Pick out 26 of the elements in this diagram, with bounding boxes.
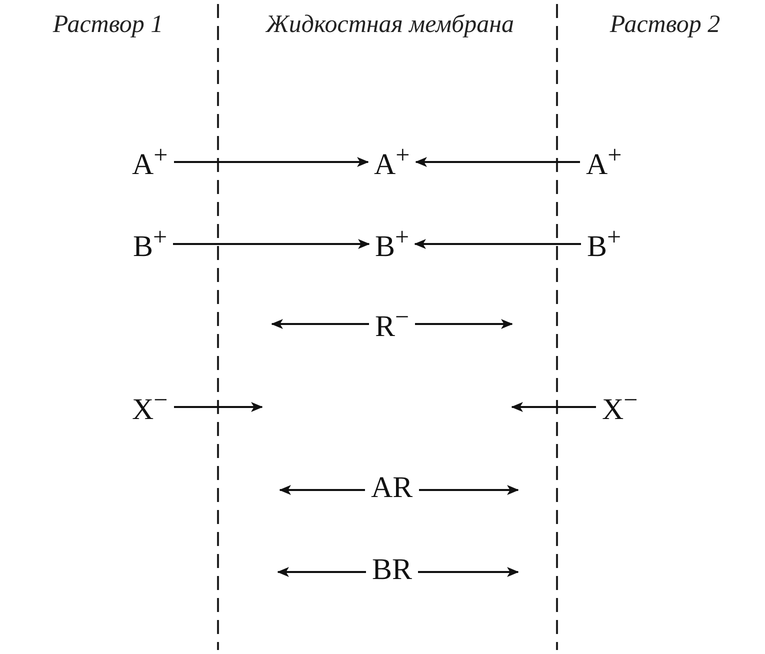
arrow (174, 402, 263, 412)
arrow (279, 485, 365, 495)
region-title: Жидкостная мембрана (264, 10, 516, 40)
arrow (419, 485, 519, 495)
ion-label: A$^{+}$ (130, 138, 170, 182)
ion-label: X$^{−}$ (600, 384, 640, 426)
arrow (173, 239, 370, 249)
ion-label: A$^{+}$ (584, 138, 624, 182)
arrow (271, 319, 369, 329)
ion-label: AR (369, 471, 415, 505)
ion-label: BR (370, 553, 414, 587)
ion-label: B$^{+}$ (585, 220, 624, 264)
ion-label: X$^{−}$ (130, 384, 170, 426)
ion-label: A$^{+}$ (372, 138, 412, 182)
region-title: Раствор 1 (52, 10, 164, 40)
ion-label: B$^{+}$ (131, 220, 170, 264)
arrow (277, 567, 366, 577)
arrow (414, 239, 581, 249)
ion-label: B$^{+}$ (373, 220, 412, 264)
ion-label: R$^{−}$ (373, 300, 412, 344)
arrow (415, 157, 580, 167)
region-title: Раствор 2 (608, 10, 722, 40)
arrow (415, 319, 513, 329)
arrow (174, 157, 369, 167)
arrow (418, 567, 519, 577)
arrow (511, 402, 596, 412)
